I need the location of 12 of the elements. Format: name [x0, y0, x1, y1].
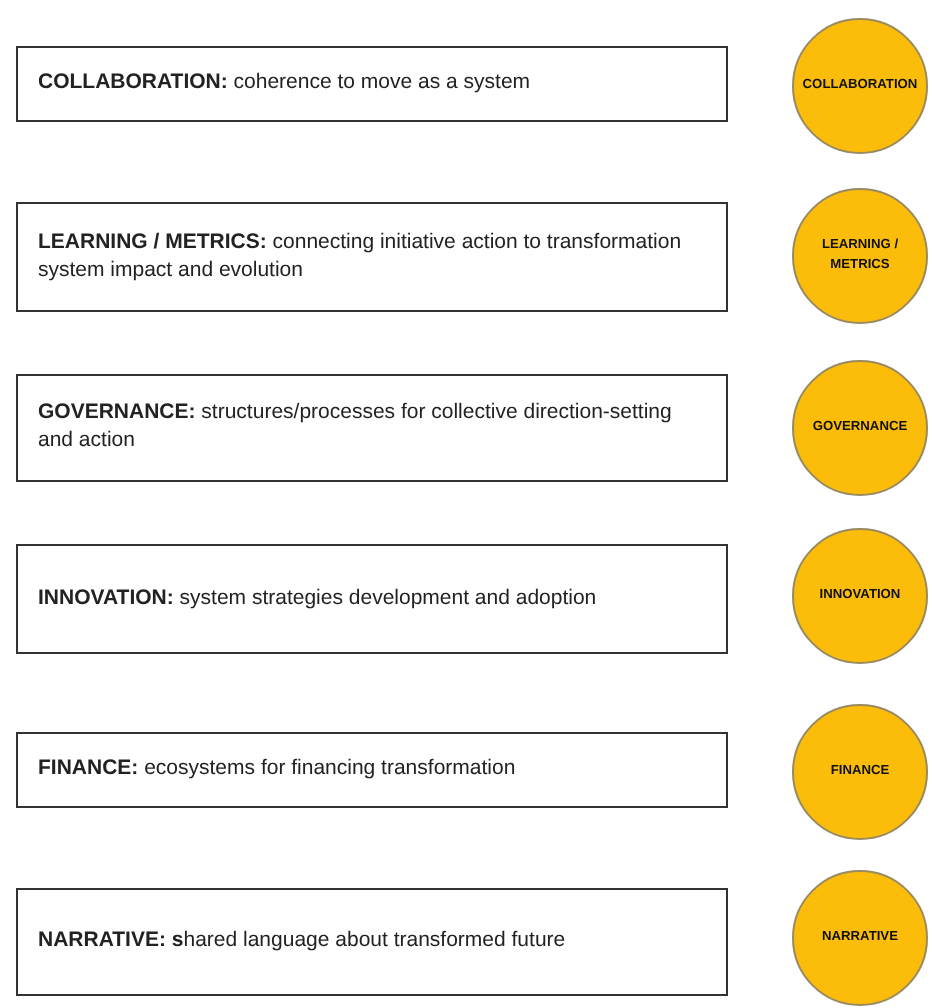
description-text: NARRATIVE: shared language about transformed future	[38, 928, 566, 956]
text-box	[16, 374, 728, 482]
description-text: LEARNING / METRICS: connecting initiative action to transformation system impact and evolution	[38, 229, 684, 285]
text-box	[16, 544, 728, 654]
description-text: INNOVATION: system strategies development and adoption	[38, 585, 597, 613]
text-box	[16, 888, 728, 996]
description-text: GOVERNANCE: structures/processes for collective direction-setting and action	[38, 400, 674, 456]
description-text: COLLABORATION: coherence to move as a system	[38, 70, 531, 98]
text-box	[16, 46, 728, 122]
text-box	[16, 202, 728, 312]
description-text: FINANCE: ecosystems for financing transformation	[38, 756, 516, 784]
text-box	[16, 732, 728, 808]
